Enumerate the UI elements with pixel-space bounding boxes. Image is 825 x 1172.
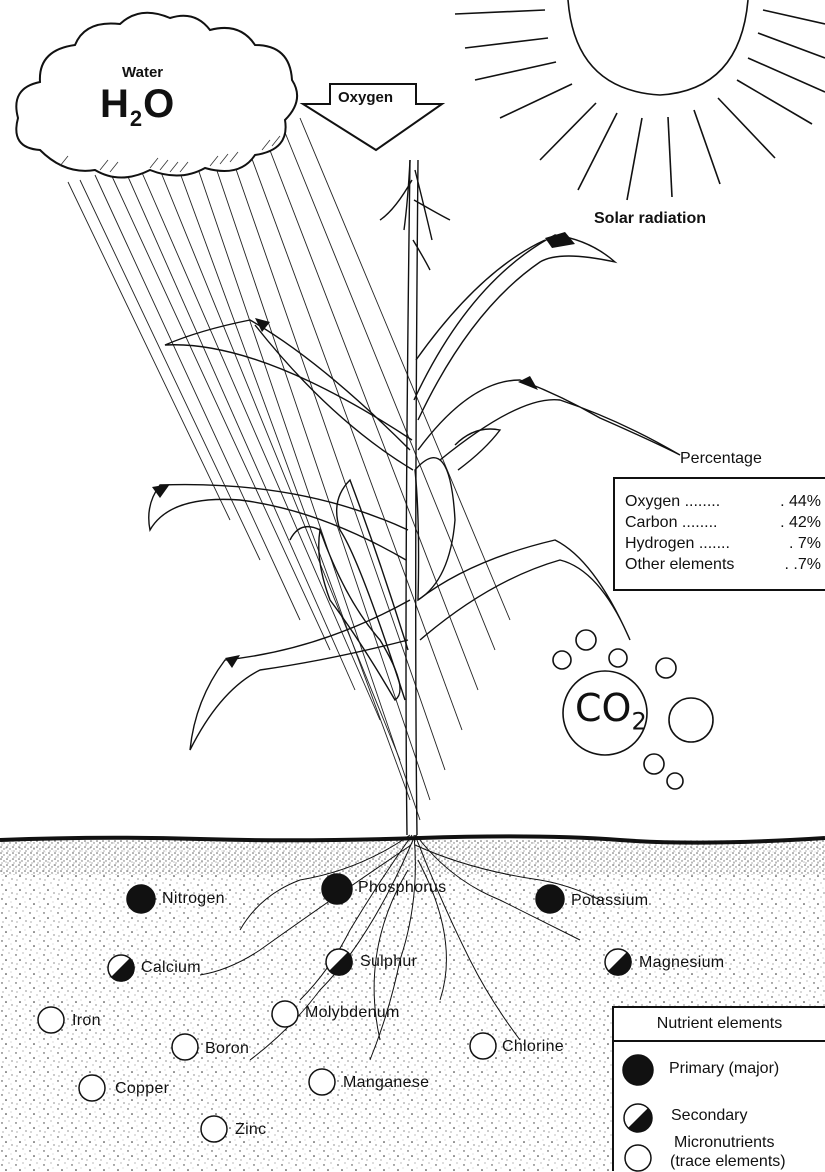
percentage-row-carbon: Carbon ........	[625, 514, 717, 532]
percentage-row-name: Other elements	[625, 556, 734, 573]
sun	[455, 0, 825, 200]
nutrient-label-boron: Boron	[205, 1040, 249, 1058]
nutrient-legend: Nutrient elements Primary (major) Second…	[612, 1006, 825, 1171]
nutrient-label-copper: Copper	[115, 1080, 169, 1098]
percentage-row-value: . 7%	[789, 535, 821, 553]
nutrient-label-calcium: Calcium	[141, 959, 201, 977]
nutrient-label-potassium: Potassium	[571, 892, 648, 910]
water-label: Water	[122, 64, 163, 81]
percentage-row-name: Hydrogen .......	[625, 535, 730, 552]
nutrient-label-sulphur: Sulphur	[360, 953, 417, 971]
nutrient-label-phosphorus: Phosphorus	[358, 879, 446, 897]
co2-main: CO	[575, 686, 631, 730]
nutrient-label-zinc: Zinc	[235, 1121, 266, 1139]
legend-title: Nutrient elements	[614, 1008, 825, 1042]
percentage-row-other: Other elements	[625, 556, 734, 574]
legend-primary-marker	[623, 1055, 653, 1085]
percentage-row-name: Carbon ........	[625, 514, 717, 531]
legend-micro-label-line2: (trace elements)	[670, 1153, 786, 1171]
percentage-row-hydrogen: Hydrogen .......	[625, 535, 730, 553]
water-formula-subscript: 2	[130, 106, 143, 131]
legend-micro-marker	[625, 1145, 651, 1171]
percentage-row-name: Oxygen ........	[625, 493, 720, 510]
water-formula-o: O	[143, 82, 175, 126]
rain	[68, 118, 510, 820]
water-formula: H2O	[100, 82, 175, 132]
water-formula-h: H	[100, 82, 130, 126]
percentage-table: Oxygen ........ . 44% Carbon ........ . …	[613, 477, 825, 591]
percentage-row-oxygen: Oxygen ........	[625, 493, 720, 511]
co2-label: CO2	[575, 686, 647, 736]
oxygen-arrow-label: Oxygen	[338, 89, 393, 106]
co2-subscript: 2	[631, 708, 646, 736]
legend-markers	[618, 1042, 658, 1172]
solar-radiation-label: Solar radiation	[594, 210, 706, 228]
percentage-title: Percentage	[680, 450, 762, 468]
percentage-row-value: . 44%	[780, 493, 821, 511]
nutrient-label-molybdenum: Molybdenum	[305, 1004, 400, 1022]
percentage-row-value: . 42%	[780, 514, 821, 532]
soil-surface-texture	[0, 840, 825, 875]
nutrient-label-chlorine: Chlorine	[502, 1038, 564, 1056]
nutrient-label-nitrogen: Nitrogen	[162, 890, 225, 908]
nutrient-label-magnesium: Magnesium	[639, 954, 724, 972]
legend-secondary-label: Secondary	[671, 1107, 748, 1125]
legend-micro-label-line1: Micronutrients	[674, 1134, 774, 1152]
nutrient-label-manganese: Manganese	[343, 1074, 429, 1092]
percentage-row-value: . .7%	[785, 556, 821, 574]
legend-primary-label: Primary (major)	[669, 1060, 779, 1078]
nutrient-label-iron: Iron	[72, 1012, 101, 1030]
